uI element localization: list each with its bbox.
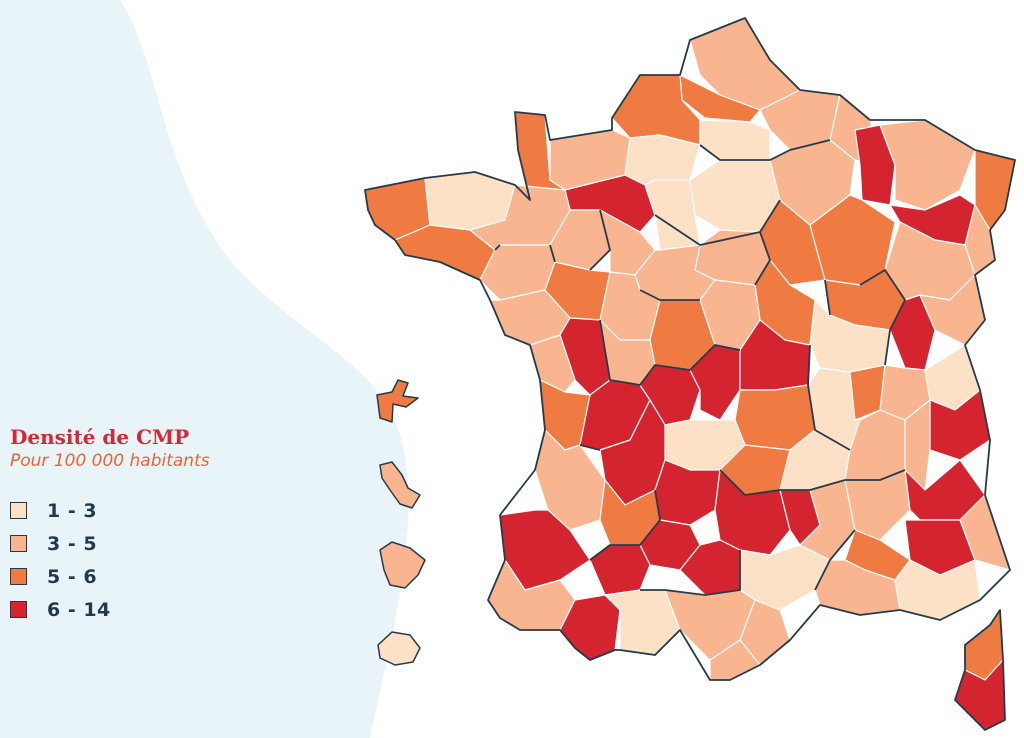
legend-swatch: [10, 601, 27, 618]
region-borders: [364, 17, 1016, 731]
overseas-territories: [376, 379, 426, 666]
legend-item-1-3: 1 - 3: [10, 494, 310, 527]
department[interactable]: [699, 119, 771, 161]
guyane[interactable]: [379, 541, 426, 589]
legend-label: 3 - 5: [47, 532, 98, 555]
legend-subtitle: Pour 100 000 habitants: [10, 451, 210, 471]
martinique[interactable]: [379, 461, 421, 509]
map-legend: Densité de CMP Pour 100 000 habitants 1 …: [10, 424, 310, 626]
background-blob: [0, 0, 409, 738]
legend-swatch: [10, 535, 27, 552]
legend-item-3-5: 3 - 5: [10, 527, 310, 560]
legend-title: Densité de CMP: [10, 425, 190, 449]
guadeloupe[interactable]: [376, 379, 419, 423]
la-reunion[interactable]: [377, 631, 421, 666]
background-arc: [398, 393, 447, 661]
department[interactable]: [644, 179, 701, 251]
legend-items: 1 - 3 3 - 5 5 - 6 6 - 14: [10, 494, 310, 626]
legend-item-6-14: 6 - 14: [10, 593, 310, 626]
department[interactable]: [904, 399, 931, 491]
legend-label: 5 - 6: [47, 565, 98, 588]
department[interactable]: [624, 134, 701, 186]
legend-label: 1 - 3: [47, 499, 98, 522]
department[interactable]: [654, 459, 721, 526]
legend-label: 6 - 14: [47, 598, 111, 621]
france-map: [364, 17, 1016, 731]
legend-swatch: [10, 502, 27, 519]
legend-swatch: [10, 568, 27, 585]
legend-item-5-6: 5 - 6: [10, 560, 310, 593]
